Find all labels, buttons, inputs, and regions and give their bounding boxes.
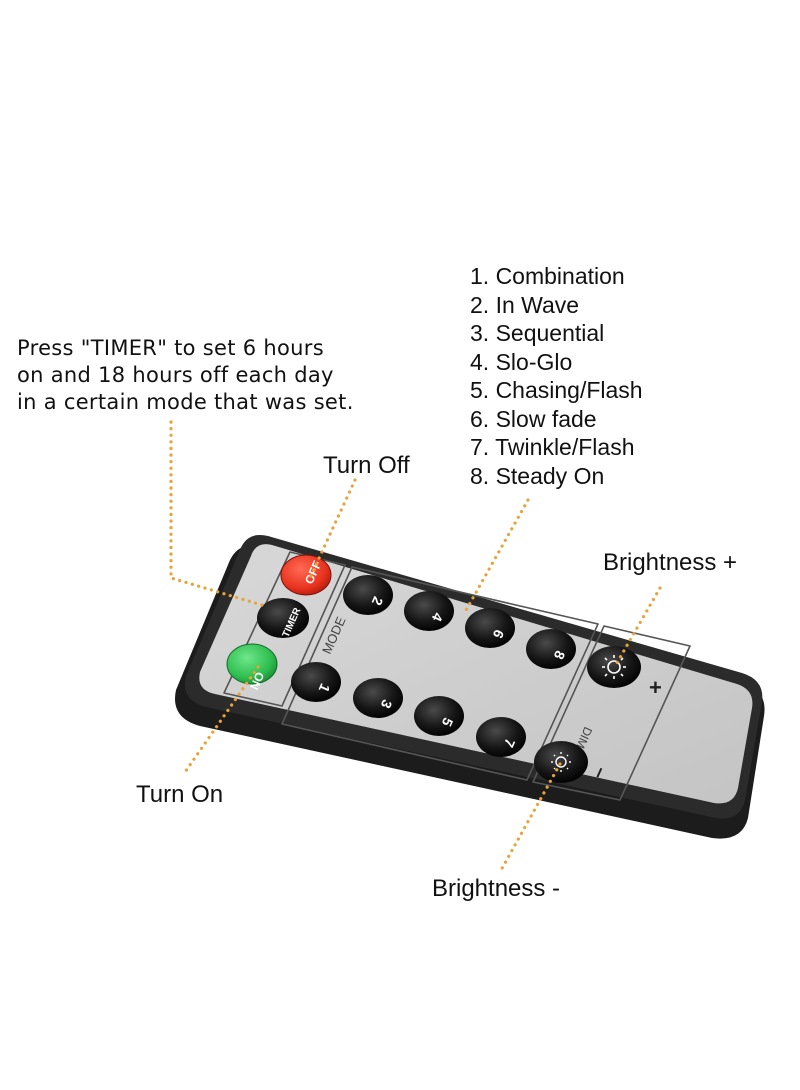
- plus-sign: +: [649, 675, 662, 700]
- timer-leader-line: [169, 420, 264, 607]
- timer-instruction-line-2: on and 18 hours off each day: [17, 363, 334, 387]
- mode-list-item: 5. Chasing/Flash: [470, 377, 643, 403]
- remote-control: MODE DIM + – OFF TIMER ON 2 4 6: [175, 534, 765, 839]
- mode-button-3[interactable]: 3: [353, 678, 403, 718]
- off-button[interactable]: OFF: [280, 554, 332, 596]
- sun-bright-icon: [602, 655, 626, 679]
- mode-leader-line: [463, 498, 530, 614]
- brightness-minus-label: Brightness -: [432, 875, 561, 902]
- off-leader-line: [307, 478, 357, 582]
- dim-panel-outline: [532, 625, 691, 801]
- mode-list-item: 3. Sequential: [470, 320, 605, 346]
- sun-dim-icon: [551, 752, 571, 772]
- timer-button[interactable]: TIMER: [257, 598, 309, 639]
- turn-on-label: Turn On: [136, 781, 224, 808]
- mode-button-6[interactable]: 6: [465, 608, 515, 648]
- mode-button-4[interactable]: 4: [404, 591, 454, 631]
- mode-button-7[interactable]: 7: [476, 717, 526, 757]
- mode-list-item: 8. Steady On: [470, 462, 605, 489]
- mode-list-item: 7. Twinkle/Flash: [470, 434, 635, 460]
- mode-list-item: 6. Slow fade: [470, 405, 597, 432]
- mode-button-5[interactable]: 5: [414, 696, 464, 736]
- turn-off-label: Turn Off: [323, 452, 410, 479]
- brightness-plus-leader-line: [612, 586, 662, 670]
- remote-face: [199, 544, 753, 804]
- brightness-plus-label: Brightness +: [603, 549, 738, 576]
- mode-list: 1. Combination 2. In Wave 3. Sequential …: [470, 262, 643, 490]
- mode-button-8[interactable]: 8: [526, 629, 576, 669]
- mode-list-item: 2. In Wave: [470, 291, 580, 318]
- brightness-down-button[interactable]: [534, 741, 588, 783]
- timer-instruction-line-1: Press "TIMER" to set 6 hours: [17, 336, 324, 360]
- mode-button-2[interactable]: 2: [343, 575, 393, 615]
- timer-instruction: Press "TIMER" to set 6 hours on and 18 h…: [17, 335, 354, 416]
- on-leader-line: [181, 665, 260, 777]
- on-button[interactable]: ON: [226, 643, 278, 692]
- brightness-minus-leader-line: [498, 762, 562, 874]
- mode-button-1[interactable]: 1: [291, 662, 341, 702]
- mode-list-item: 4. Slo-Glo: [470, 348, 573, 375]
- mode-list-item: 1. Combination: [470, 263, 625, 289]
- brightness-up-button[interactable]: [587, 646, 641, 688]
- on-button-label: ON: [247, 670, 267, 692]
- timer-instruction-line-3: in a certain mode that was set.: [17, 390, 354, 414]
